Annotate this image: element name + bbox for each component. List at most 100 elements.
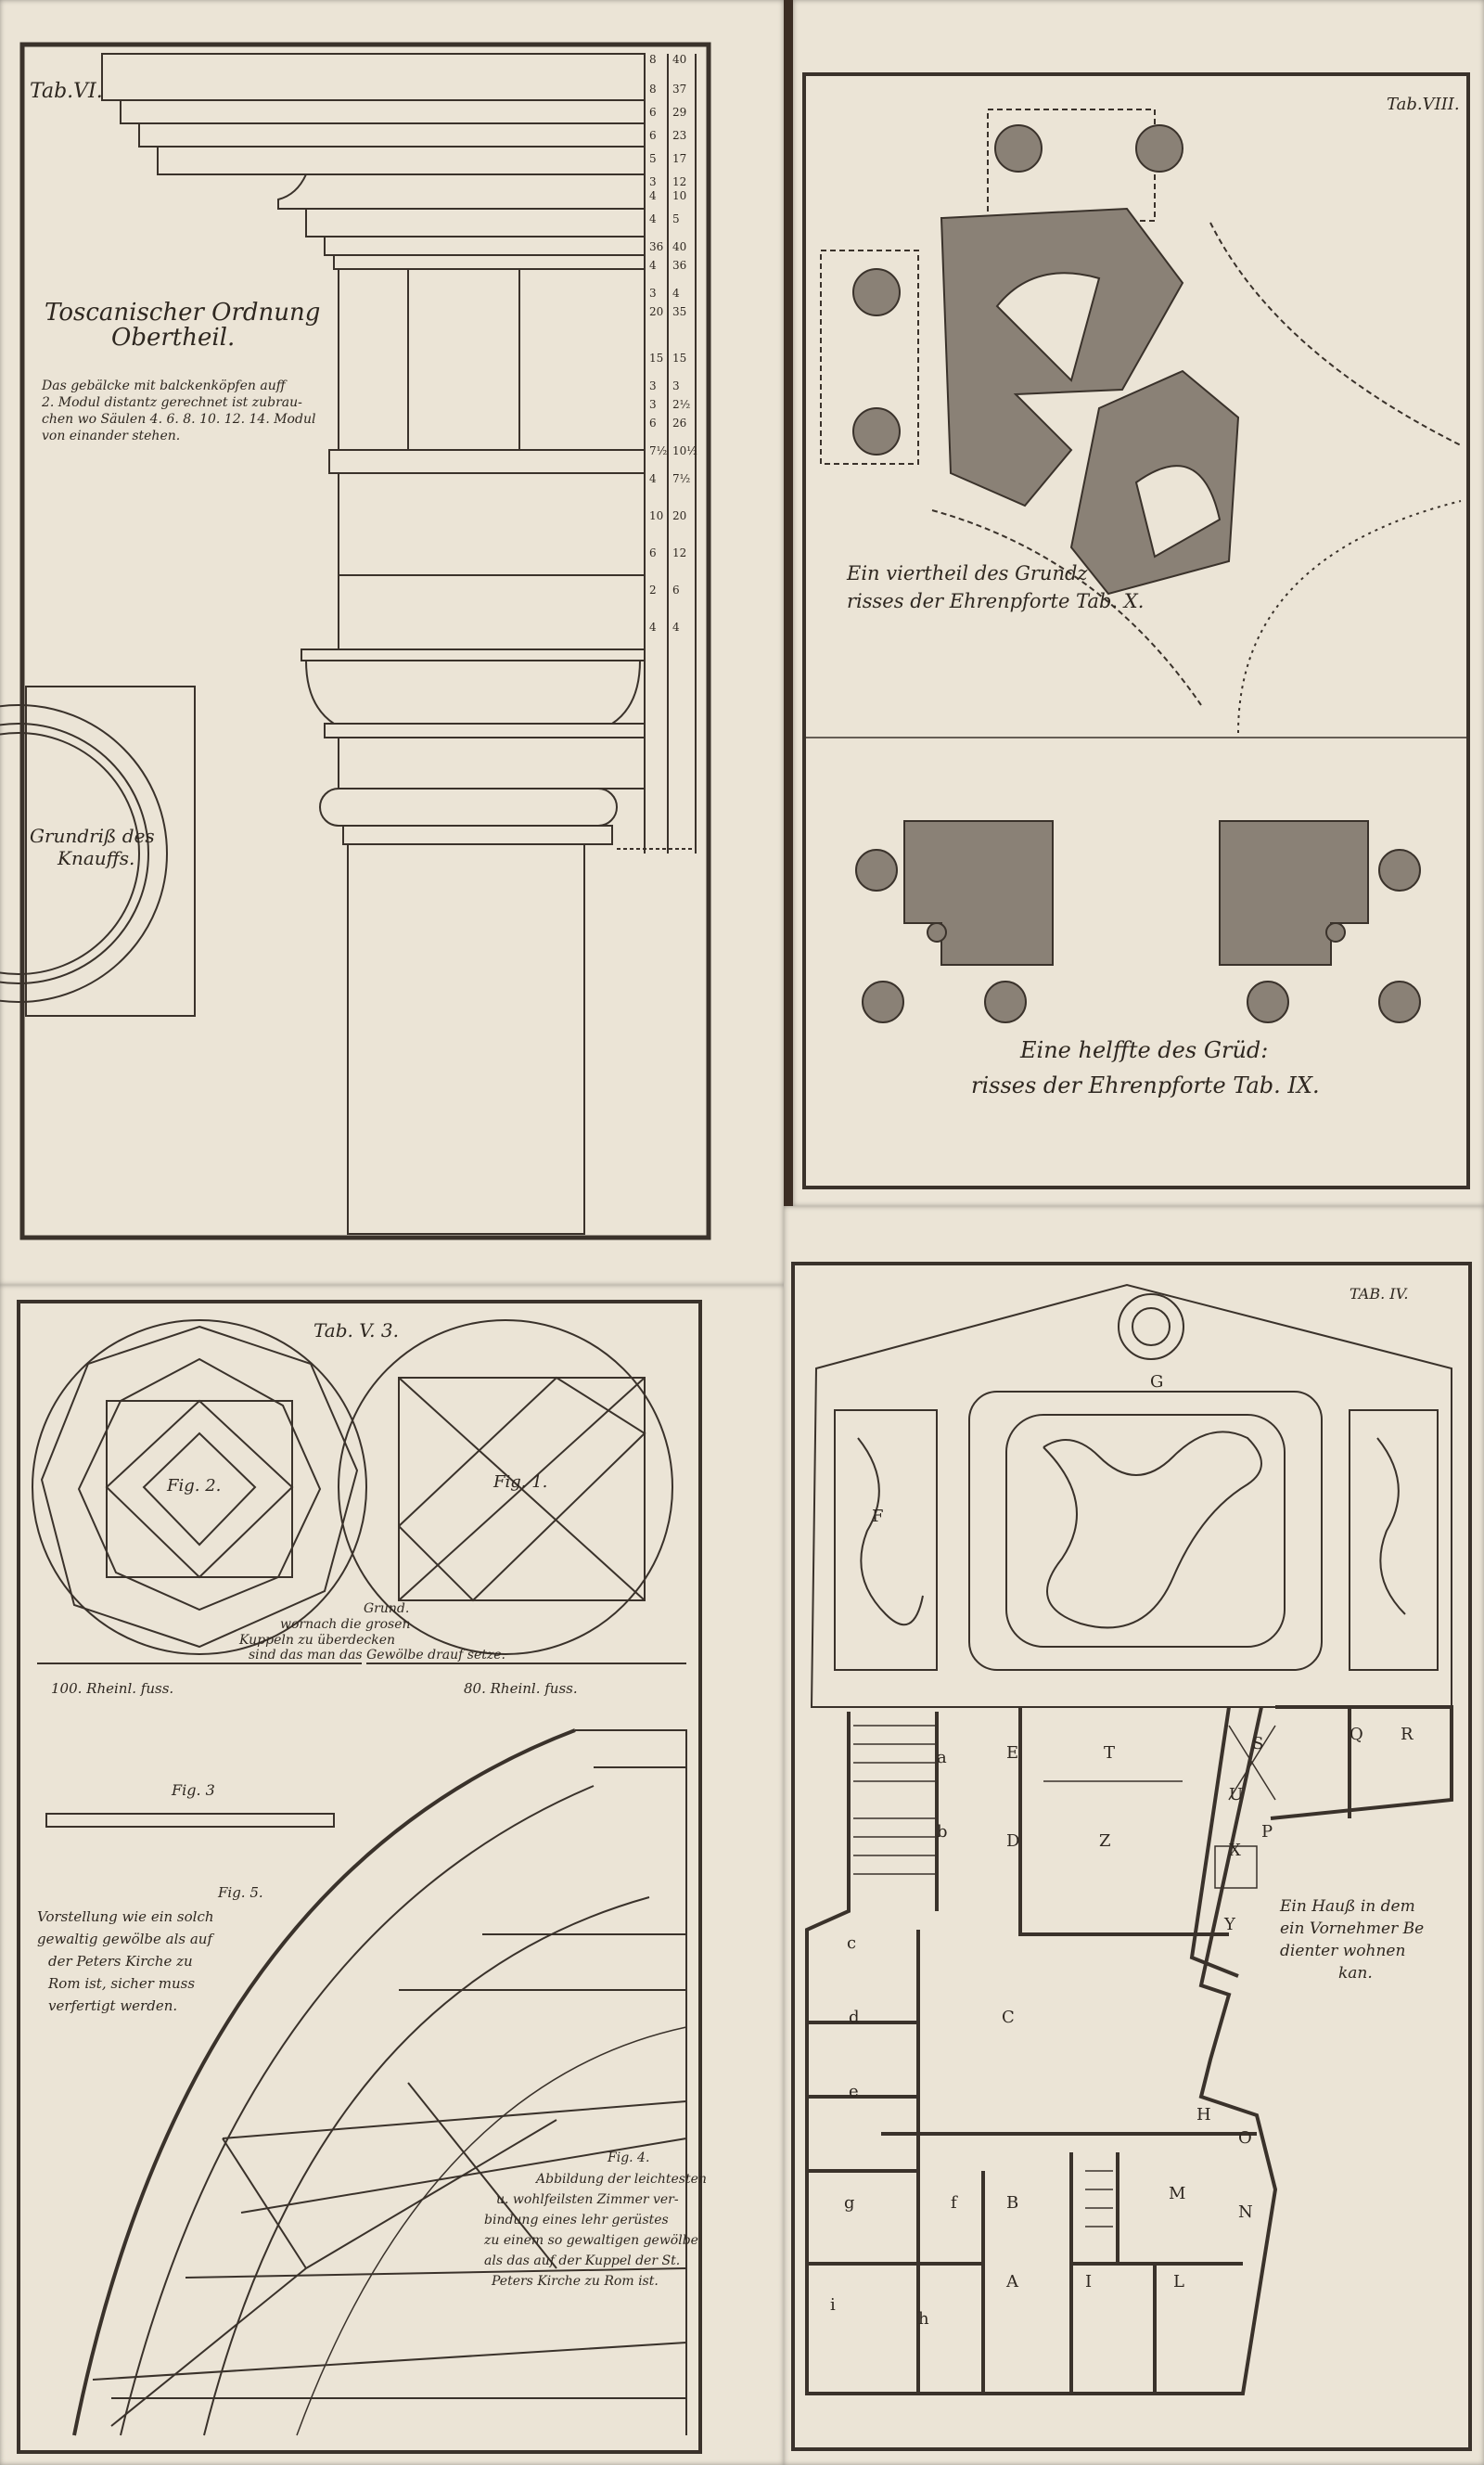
- vorstellung-caption: gewaltig gewölbe als auf: [37, 1931, 214, 1947]
- scale-label: 100. Rheinl. fuss.: [51, 1680, 173, 1697]
- scale-label: 80. Rheinl. fuss.: [464, 1680, 578, 1697]
- plan-caption: Eine helffte des Grüd:: [1019, 1037, 1268, 1063]
- dimension-value: 4: [649, 189, 657, 202]
- dimension-value: 37: [672, 83, 686, 96]
- dimension-value: 6: [649, 129, 657, 142]
- dimension-value: 4: [649, 621, 657, 634]
- dimension-value: 10: [649, 509, 663, 522]
- figure-label: Fig. 4.: [607, 2150, 649, 2165]
- room-label-P: P: [1261, 1822, 1273, 1842]
- grund-caption: wornach die grosen: [280, 1617, 411, 1632]
- dimension-value: 40: [672, 53, 686, 66]
- room-label-N: N: [1238, 2202, 1253, 2222]
- house-caption: ein Vornehmer Be: [1280, 1919, 1424, 1938]
- room-label-S: S: [1252, 1734, 1263, 1753]
- plate-ehrenpforte: Tab.VIII. Ein viertheil des Grundz risse…: [793, 0, 1484, 1206]
- tuscan-order-drawing: Tab.VI. Toscanischer Ordnung Obertheil. …: [0, 42, 711, 1240]
- figure-label: Fig. 5.: [217, 1884, 263, 1901]
- figure-label: Fig. 3: [171, 1781, 215, 1799]
- plate-tuscan-order: Tab.VI. Toscanischer Ordnung Obertheil. …: [0, 0, 784, 1285]
- dimension-value: 15: [672, 352, 686, 365]
- dimension-value: 2½: [672, 398, 690, 411]
- dimension-value: 4: [672, 287, 680, 300]
- dimension-value: 3: [649, 175, 657, 188]
- dimension-value: 5: [649, 152, 657, 165]
- abbildung-caption: als das auf der Kuppel der St.: [484, 2253, 680, 2268]
- vorstellung-caption: der Peters Kirche zu: [48, 1953, 193, 1970]
- abbildung-caption: Peters Kirche zu Rom ist.: [491, 2274, 659, 2289]
- note-line: von einander stehen.: [42, 429, 180, 443]
- dimension-value: 3: [672, 379, 680, 392]
- dimension-value: 3: [649, 379, 657, 392]
- plan-caption: risses der Ehrenpforte Tab. X.: [847, 590, 1144, 612]
- room-label-G: G: [1150, 1372, 1163, 1392]
- room-label-O: O: [1238, 2128, 1252, 2148]
- grund-caption: Grund.: [364, 1601, 409, 1616]
- house-plan-drawing: TAB. IV. Ein Hauß in dem ein Vornehmer B…: [791, 1262, 1472, 2451]
- dimension-value: 5: [672, 212, 680, 225]
- dimension-value: 6: [649, 417, 657, 430]
- abbildung-caption: u. wohlfeilsten Zimmer ver-: [496, 2192, 679, 2207]
- figure-label: Fig. 1.: [493, 1472, 547, 1492]
- room-label-R: R: [1401, 1725, 1414, 1744]
- dimension-value: 36: [672, 259, 686, 272]
- vorstellung-caption: verfertigt werden.: [48, 1997, 177, 2014]
- room-label-i: i: [830, 2295, 836, 2315]
- inset-caption: Grundriß des: [30, 825, 155, 847]
- dimension-value: 7½: [649, 444, 667, 457]
- dimension-value: 12: [672, 175, 686, 188]
- room-label-d: d: [849, 2008, 860, 2027]
- note-line: Das gebälcke mit balckenköpfen auff: [41, 379, 288, 393]
- dimension-value: 3: [649, 398, 657, 411]
- dimension-value: 26: [672, 417, 686, 430]
- room-label-b: b: [937, 1822, 948, 1842]
- dimension-value: 20: [649, 305, 663, 318]
- room-label-I: I: [1085, 2272, 1092, 2292]
- plate-house-plan: TAB. IV. Ein Hauß in dem ein Vornehmer B…: [784, 1206, 1484, 2465]
- dimension-value: 4: [649, 259, 657, 272]
- dimension-value: 17: [672, 152, 686, 165]
- tab-label: Tab.VI.: [30, 80, 103, 103]
- tab-label: Tab. V. 3.: [313, 1319, 399, 1342]
- dimension-value: 7½: [672, 472, 690, 485]
- abbildung-caption: Abbildung der leichtesten: [534, 2172, 707, 2187]
- dimension-table: 88665344364320153367½4106244037292317121…: [649, 53, 697, 634]
- plate-dome-vault: Tab. V. 3. Fig. 1. Fig. 2. Fig. 3 Fig. 4…: [0, 1285, 784, 2465]
- dimension-value: 29: [672, 106, 686, 119]
- figure-label: Fig. 2.: [166, 1476, 221, 1496]
- plan-caption: risses der Ehrenpforte Tab. IX.: [971, 1072, 1320, 1098]
- dimension-value: 20: [672, 509, 686, 522]
- abbildung-caption: bindung eines lehr gerüstes: [484, 2213, 669, 2227]
- dimension-value: 2: [649, 584, 657, 597]
- grund-caption: sind das man das Gewölbe drauf setze.: [249, 1648, 505, 1663]
- note-line: 2. Modul distantz gerechnet ist zubrau-: [41, 395, 302, 410]
- dimension-value: 35: [672, 305, 686, 318]
- grund-caption: Kuppeln zu überdecken: [238, 1633, 395, 1648]
- room-label-c: c: [847, 1933, 856, 1953]
- room-label-C: C: [1002, 2008, 1015, 2027]
- dimension-value: 23: [672, 129, 686, 142]
- room-label-U: U: [1229, 1785, 1243, 1804]
- tab-label: Tab.VIII.: [1387, 95, 1460, 114]
- dimension-value: 4: [672, 621, 680, 634]
- room-label-B: B: [1006, 2193, 1018, 2213]
- room-label-f: f: [951, 2193, 958, 2213]
- inset-caption: Knauffs.: [57, 847, 134, 869]
- room-label-M: M: [1169, 2184, 1185, 2203]
- dimension-value: 10: [672, 189, 686, 202]
- room-label-F: F: [872, 1507, 884, 1526]
- room-label-X: X: [1229, 1841, 1241, 1860]
- abbildung-caption: zu einem so gewaltigen gewölbe: [483, 2233, 698, 2248]
- dome-vault-drawing: Tab. V. 3. Fig. 1. Fig. 2. Fig. 3 Fig. 4…: [17, 1300, 707, 2454]
- dimension-value: 40: [672, 240, 686, 253]
- ehrenpforte-plan-drawing: Tab.VIII. Ein viertheil des Grundz risse…: [802, 72, 1470, 1189]
- plate-title: Toscanischer Ordnung: [45, 299, 320, 327]
- room-label-Z: Z: [1099, 1831, 1111, 1851]
- room-label-D: D: [1006, 1831, 1019, 1851]
- dimension-value: 12: [672, 546, 686, 559]
- room-label-A: A: [1005, 2272, 1019, 2292]
- tab-label: TAB. IV.: [1350, 1285, 1408, 1303]
- dimension-value: 6: [649, 106, 657, 119]
- room-label-h: h: [918, 2309, 929, 2329]
- room-label-g: g: [844, 2193, 855, 2213]
